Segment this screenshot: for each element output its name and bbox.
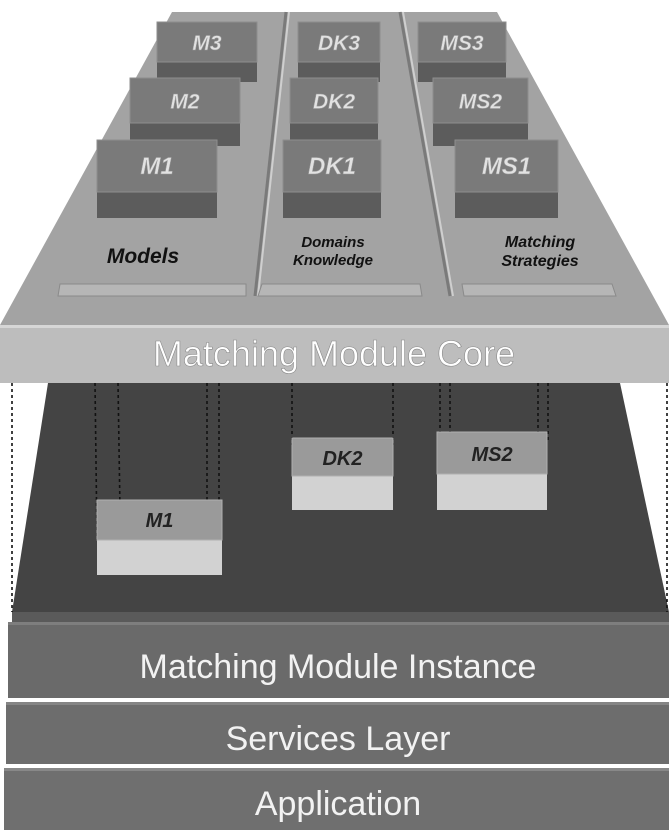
core-block-label: DK2 xyxy=(313,91,355,114)
core-block: DK2 xyxy=(289,77,379,146)
core-block: DK1 xyxy=(282,139,382,218)
core-block-label: M1 xyxy=(140,153,173,180)
core-block: MS2 xyxy=(432,77,529,146)
core-block-label: DK3 xyxy=(318,32,360,55)
core-block-label: DK1 xyxy=(308,153,356,180)
core-block-label: MS2 xyxy=(459,91,503,114)
core-block: M1 xyxy=(96,139,218,218)
layer-services xyxy=(6,702,669,764)
core-block: M3 xyxy=(156,21,258,82)
projection-lines xyxy=(11,382,668,612)
column-plates xyxy=(57,283,617,297)
instance-block: MS2 xyxy=(436,431,548,510)
category-label: Models xyxy=(107,245,179,268)
instance-block-label: DK2 xyxy=(322,448,362,470)
layer-instance xyxy=(8,622,669,698)
layer-instance-label: Matching Module Instance xyxy=(140,648,537,686)
core-block: MS1 xyxy=(454,139,559,218)
core-block: M2 xyxy=(129,77,241,146)
layer-application-label: Application xyxy=(255,785,421,823)
core-block-label: MS3 xyxy=(440,32,484,55)
core-band xyxy=(0,325,669,383)
column-dividers xyxy=(253,11,454,297)
instance-block-label: MS2 xyxy=(471,444,512,466)
core-block-label: M2 xyxy=(170,91,199,114)
bottom-layers: Matching Module Instance Services Layer … xyxy=(4,612,669,830)
instance-block: M1 xyxy=(96,499,223,575)
core-block: DK3 xyxy=(297,21,381,82)
core-band-highlight xyxy=(0,325,669,328)
instance-blocks: M1 DK2 MS2 xyxy=(96,431,548,575)
layer-services-label: Services Layer xyxy=(226,720,451,758)
core-block-label: MS1 xyxy=(482,153,531,180)
instance-block: DK2 xyxy=(291,437,394,510)
instance-block-label: M1 xyxy=(146,510,174,532)
layer-application xyxy=(4,768,669,830)
core-block-label: M3 xyxy=(192,32,221,55)
core-title: Matching Module Core xyxy=(153,333,515,374)
core-block: MS3 xyxy=(417,21,507,82)
